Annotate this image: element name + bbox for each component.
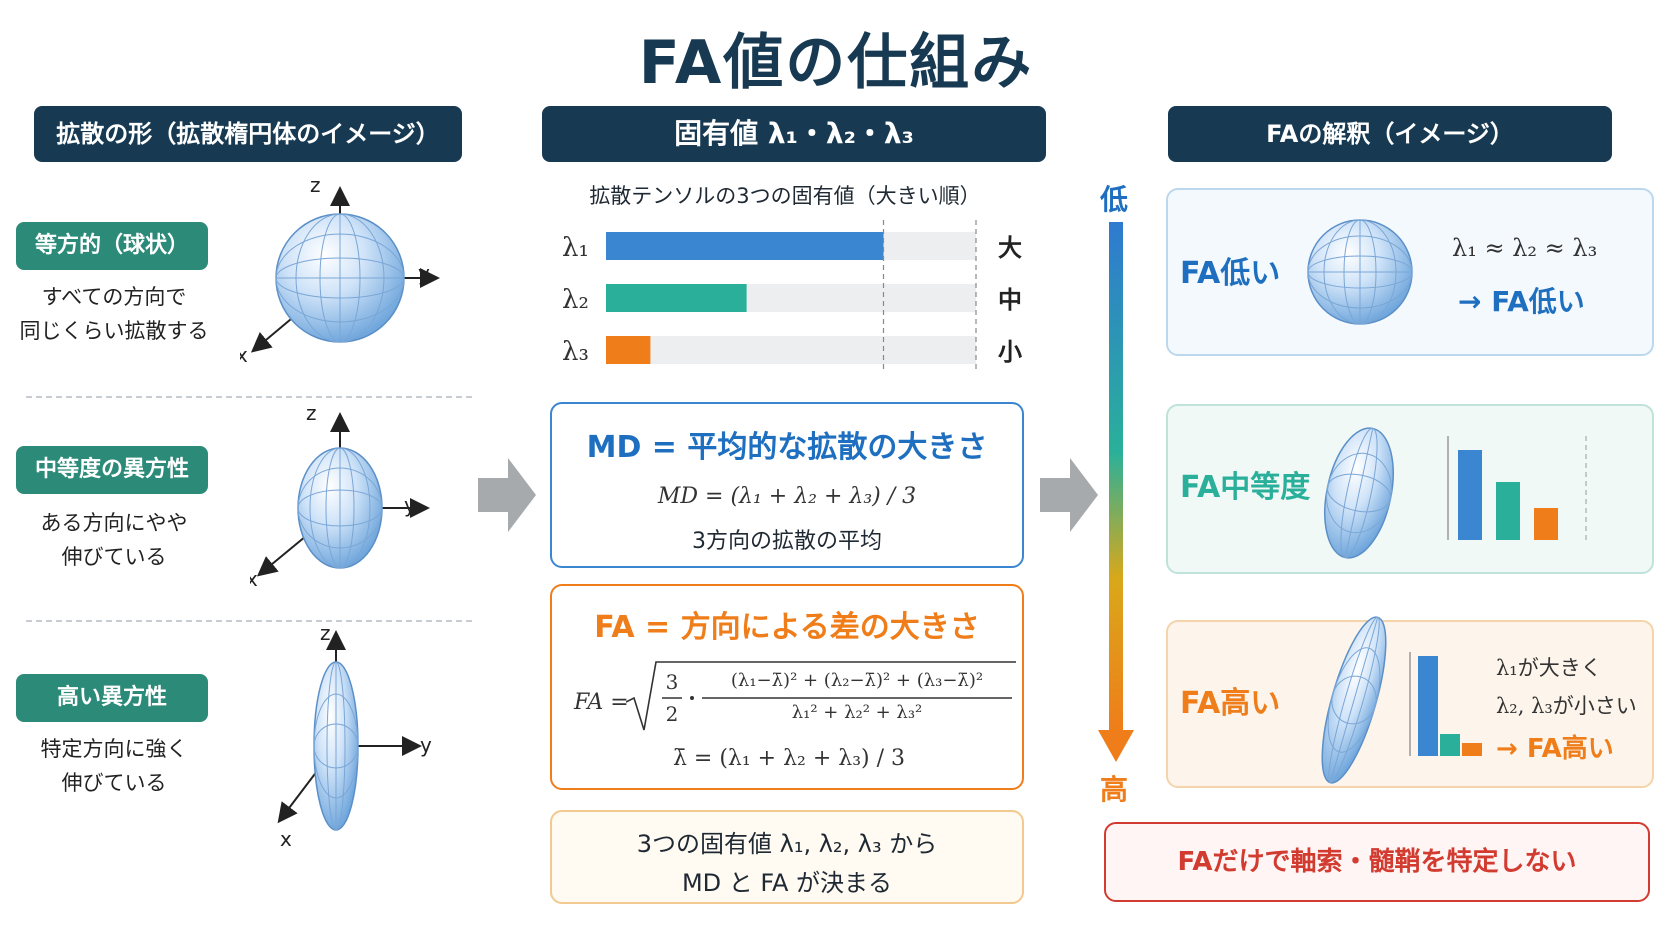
eigenvalue-bar bbox=[606, 336, 651, 364]
fa-box: FA = 方向による差の大きさ FA = 3 2 (λ₁−λ̄)² + (λ₂−… bbox=[550, 584, 1024, 790]
axis-x-label: x bbox=[240, 343, 248, 367]
eigenvalue-bar-chart: λ₁ 大 λ₂ 中 λ₃ 小 bbox=[562, 220, 1022, 370]
sqrt-sign-icon bbox=[626, 661, 1016, 731]
high-ellipsoid-diagram: z y x bbox=[277, 624, 432, 851]
right-arrow-icon bbox=[1040, 458, 1098, 532]
size-label: 小 bbox=[998, 338, 1022, 366]
mini-bar bbox=[1496, 482, 1520, 540]
mini-bar bbox=[1418, 656, 1438, 756]
bar-track bbox=[606, 336, 976, 364]
isotropic-desc-1: すべての方向で bbox=[41, 285, 187, 309]
eigenvalue-label: λ₁ bbox=[562, 233, 589, 263]
fa-low-label: FA低い bbox=[1180, 256, 1281, 291]
eigenvalue-bar bbox=[606, 284, 747, 312]
row-divider bbox=[26, 620, 472, 622]
fa-high-text-2: λ₂, λ₃が小さい bbox=[1496, 694, 1637, 718]
size-label: 中 bbox=[998, 286, 1022, 314]
fa-high-label: FA高い bbox=[1180, 686, 1281, 721]
mini-bar bbox=[1462, 743, 1482, 756]
summary-line-2: MD と FA が決まる bbox=[681, 869, 893, 897]
fa-scale-gradient-arrow bbox=[1098, 222, 1134, 762]
fa-numerator: (λ₁−λ̄)² + (λ₂−λ̄)² + (λ₃−λ̄)² bbox=[730, 670, 984, 691]
axis-z-label: z bbox=[320, 624, 331, 645]
axis-x-label: x bbox=[250, 567, 258, 591]
fa-high-text-1: λ₁が大きく bbox=[1496, 656, 1602, 680]
page-title: FA値の仕組み bbox=[638, 28, 1034, 98]
fa-mean-formula: λ̄ = (λ₁ + λ₂ + λ₃) / 3 bbox=[672, 746, 906, 771]
mini-bar bbox=[1440, 734, 1460, 756]
right-arrow-icon bbox=[478, 458, 536, 532]
fa-low-sphere bbox=[1307, 219, 1413, 325]
size-label: 大 bbox=[998, 234, 1022, 262]
summary-box: 3つの固有値 λ₁, λ₂, λ₃ から MD と FA が決まる bbox=[550, 810, 1024, 904]
scale-high-label: 高 bbox=[1100, 773, 1129, 806]
high-ellipsoid bbox=[313, 661, 359, 831]
fa-low-panel: FA低い λ₁ ≈ λ₂ ≈ λ₃ → FA低い bbox=[1166, 188, 1654, 356]
axis-y-label: y bbox=[404, 493, 416, 517]
isotropic-label: 等方的（球状） bbox=[16, 222, 208, 270]
axis-x-label: x bbox=[280, 827, 292, 851]
high-desc-1: 特定方向に強く bbox=[40, 737, 188, 761]
right-header: FAの解釈（イメージ） bbox=[1168, 106, 1612, 162]
scale-low-label: 低 bbox=[1100, 183, 1129, 216]
high-desc-2: 伸びている bbox=[61, 771, 167, 795]
fa-fraction-numerator: 3 bbox=[665, 670, 679, 694]
fa-denominator: λ₁² + λ₂² + λ₃² bbox=[791, 702, 923, 723]
fa-high-ellipsoid bbox=[1321, 616, 1387, 784]
fa-high-mini-chart bbox=[1409, 652, 1482, 756]
moderate-anisotropy-label: 中等度の異方性 bbox=[16, 446, 208, 494]
fa-low-equation: λ₁ ≈ λ₂ ≈ λ₃ bbox=[1452, 234, 1598, 262]
moderate-desc-1: ある方向にやや bbox=[40, 511, 188, 535]
moderate-desc-2: 伸びている bbox=[61, 545, 167, 569]
sphere-diagram: z y x bbox=[240, 178, 440, 367]
sphere-ellipsoid bbox=[275, 213, 405, 343]
fa-fraction-denominator: 2 bbox=[665, 702, 679, 726]
chart-caption: 拡散テンソルの3つの固有値（大きい順） bbox=[589, 184, 981, 208]
high-anisotropy-label: 高い異方性 bbox=[16, 674, 208, 722]
eigenvalue-label: λ₂ bbox=[562, 285, 589, 315]
fa-title: FA = 方向による差の大きさ bbox=[594, 610, 980, 645]
moderate-ellipsoid bbox=[297, 447, 383, 569]
summary-line-1: 3つの固有値 λ₁, λ₂, λ₃ から bbox=[636, 830, 938, 858]
axis-y-label: y bbox=[418, 261, 430, 285]
isotropic-desc-2: 同じくらい拡散する bbox=[19, 319, 209, 343]
warning-box: FAだけで軸索・髄鞘を特定しない bbox=[1104, 822, 1650, 902]
mini-bar bbox=[1534, 508, 1558, 540]
axis-z-label: z bbox=[310, 178, 321, 197]
fa-high-result: → FA高い bbox=[1496, 734, 1614, 764]
fa-mid-ellipsoid bbox=[1324, 427, 1394, 559]
axis-z-label: z bbox=[306, 404, 317, 425]
fa-formula-prefix: FA = bbox=[574, 690, 629, 715]
middle-header: 固有値 λ₁・λ₂・λ₃ bbox=[542, 106, 1046, 162]
fa-mid-label: FA中等度 bbox=[1180, 470, 1311, 505]
eigenvalue-label: λ₃ bbox=[562, 337, 589, 367]
left-header: 拡散の形（拡散楕円体のイメージ） bbox=[34, 106, 462, 162]
fa-high-panel: FA高い λ₁が大きく λ₂, λ₃が小さい → FA高い bbox=[1166, 616, 1654, 788]
md-box: MD = 平均的な拡散の大きさ MD = (λ₁ + λ₂ + λ₃) / 3 … bbox=[550, 402, 1024, 568]
axis-y-label: y bbox=[420, 733, 432, 757]
eigenvalue-bar bbox=[606, 232, 884, 260]
md-formula: MD = (λ₁ + λ₂ + λ₃) / 3 bbox=[657, 484, 917, 509]
md-title: MD = 平均的な拡散の大きさ bbox=[586, 430, 988, 465]
mini-bar bbox=[1458, 450, 1482, 540]
row-divider bbox=[26, 396, 472, 398]
fa-mid-mini-chart bbox=[1447, 436, 1587, 540]
fa-low-result: → FA低い bbox=[1458, 285, 1585, 318]
fa-mid-panel: FA中等度 bbox=[1166, 404, 1654, 574]
moderate-ellipsoid-diagram: z y x bbox=[250, 404, 430, 591]
md-description: 3方向の拡散の平均 bbox=[692, 529, 882, 554]
